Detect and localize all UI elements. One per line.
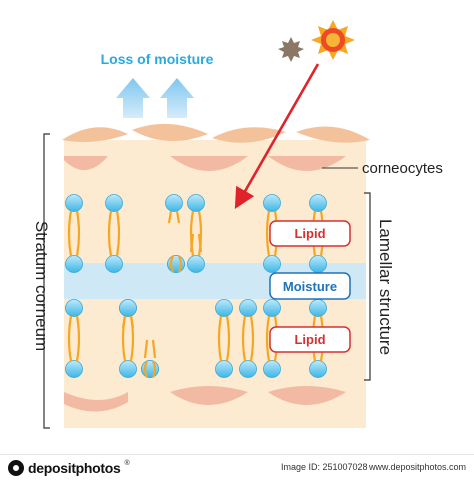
lipid-tail — [175, 210, 181, 224]
lipid-tail — [217, 315, 223, 362]
stratum-corneum-label: Stratum corneum — [32, 221, 51, 351]
lipid-tail — [121, 315, 127, 362]
image-id: Image ID: 251007028 — [281, 462, 368, 472]
lipid-tail — [152, 360, 157, 378]
lipid-badge-top-text: Lipid — [294, 226, 325, 241]
lipid-badge-top: Lipid — [269, 220, 351, 247]
lipid-head — [309, 255, 327, 273]
up-arrow-icon — [160, 78, 194, 118]
stock-footer: depositphotos ® Image ID: 251007028 www.… — [0, 454, 474, 480]
lipid-head — [263, 255, 281, 273]
lipid-head — [309, 299, 327, 317]
lipid-head — [119, 299, 137, 317]
lipid-tail — [178, 255, 183, 273]
lipid-head — [65, 255, 83, 273]
lipid-head — [165, 194, 183, 212]
lipid-tail — [197, 210, 203, 257]
lipid-head — [65, 360, 83, 378]
moisture-badge: Moisture — [269, 272, 351, 300]
uv-arrow-icon — [234, 63, 320, 210]
lipid-head — [215, 360, 233, 378]
lipid-head — [239, 299, 257, 317]
lipid-tail — [75, 315, 81, 362]
lipid-badge-bottom-text: Lipid — [294, 332, 325, 347]
lipid-badge-bottom: Lipid — [269, 326, 351, 353]
lipid-head — [105, 255, 123, 273]
lipid-tail — [169, 255, 174, 273]
up-arrow-icon — [116, 78, 150, 118]
starburst-icon — [278, 37, 304, 62]
depositphotos-logo: depositphotos ® — [8, 458, 130, 478]
lipid-tail — [225, 315, 231, 362]
lipid-tail — [143, 360, 148, 378]
lipid-tail — [75, 210, 81, 257]
lipid-tail — [151, 339, 157, 359]
lipid-molecules — [65, 194, 327, 378]
top-surface-cells — [62, 123, 370, 143]
lipid-head — [263, 299, 281, 317]
lipid-head — [263, 194, 281, 212]
lamellar-structure-label: Lamellar structure — [376, 219, 395, 355]
logo-icon — [8, 460, 24, 476]
lipid-tail — [249, 315, 255, 362]
sun-icon — [311, 20, 355, 60]
lipid-tail — [143, 339, 149, 359]
lipid-tail — [265, 315, 271, 362]
skin-barrier-diagram: Loss of moisture corneocytes Stratum cor… — [32, 20, 443, 429]
lipid-tail — [115, 210, 121, 257]
lipid-head — [215, 299, 233, 317]
moisture-badge-text: Moisture — [283, 279, 337, 294]
lipid-head — [309, 360, 327, 378]
lipid-tail — [189, 210, 195, 257]
lipid-head — [187, 255, 205, 273]
lamellar-structure-bracket — [364, 192, 371, 381]
loss-of-moisture-label: Loss of moisture — [101, 51, 214, 67]
lipid-head — [187, 194, 205, 212]
lipid-tail — [107, 210, 113, 257]
lipid-head — [65, 299, 83, 317]
site-url: www.depositphotos.com — [368, 462, 466, 472]
lipid-head — [239, 360, 257, 378]
corneocytes-row-bottom — [64, 386, 346, 412]
corneocytes-label: corneocytes — [362, 160, 443, 177]
lipid-tail — [129, 315, 135, 362]
stratum-corneum-bracket — [43, 133, 50, 429]
lipid-head — [309, 194, 327, 212]
lipid-head — [119, 360, 137, 378]
lipid-head — [263, 360, 281, 378]
logo-text: depositphotos — [28, 460, 121, 476]
lipid-tail — [67, 210, 73, 257]
lipid-head — [65, 194, 83, 212]
lipid-tail — [167, 210, 173, 224]
lipid-head — [105, 194, 123, 212]
lipid-tail — [67, 315, 73, 362]
corneocytes-row-top — [64, 156, 346, 171]
lipid-tail — [241, 315, 247, 362]
lipid-tail — [265, 210, 271, 257]
